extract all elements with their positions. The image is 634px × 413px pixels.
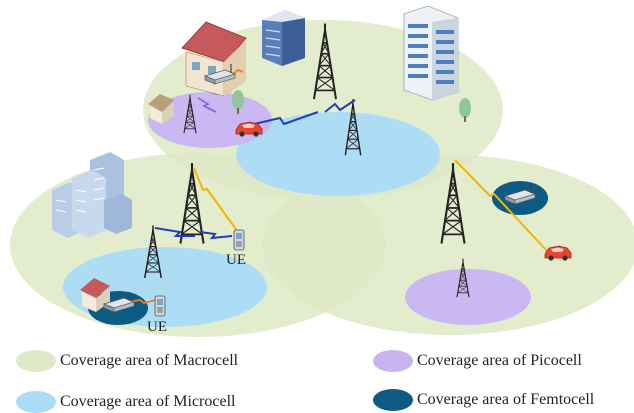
legend-item-picocell: Coverage area of Picocell [373, 350, 582, 372]
house-icon [181, 21, 247, 97]
phone-icon [233, 229, 245, 251]
legend-label: Coverage area of Femtocell [417, 391, 595, 408]
access-link [193, 167, 239, 233]
legend-label: Coverage area of Macrocell [60, 352, 239, 369]
ue-label: UE [147, 319, 167, 335]
legend-label: Coverage area of Microcell [60, 393, 236, 410]
phone-icon [154, 295, 166, 317]
backhaul-link [199, 231, 233, 240]
building-icon [52, 152, 132, 238]
legend-label: Coverage area of Picocell [417, 352, 582, 369]
legend-item-microcell: Coverage area of Microcell [16, 391, 235, 413]
access-link [454, 159, 549, 253]
backhaul-link [197, 97, 217, 113]
microcell-swatch [16, 391, 56, 413]
house-icon [148, 94, 174, 124]
femtocell-swatch [373, 389, 413, 411]
legend-item-macrocell: Coverage area of Macrocell [16, 350, 238, 372]
femto-link [127, 299, 157, 304]
legend-item-femtocell: Coverage area of Femtocell [373, 389, 594, 411]
microcell-coverage-top [236, 112, 440, 196]
macrocell-swatch [16, 350, 56, 372]
picocell-coverage-right [405, 269, 531, 325]
backhaul-link [324, 99, 356, 113]
backhaul-link [154, 227, 195, 237]
legend: Coverage area of Macrocell Coverage area… [0, 340, 634, 413]
building-icon [403, 5, 459, 101]
house-icon [80, 278, 110, 312]
ue-label: UE [226, 252, 246, 268]
picocell-swatch [373, 350, 413, 372]
backhaul-link [249, 111, 319, 126]
building-icon [262, 10, 305, 66]
